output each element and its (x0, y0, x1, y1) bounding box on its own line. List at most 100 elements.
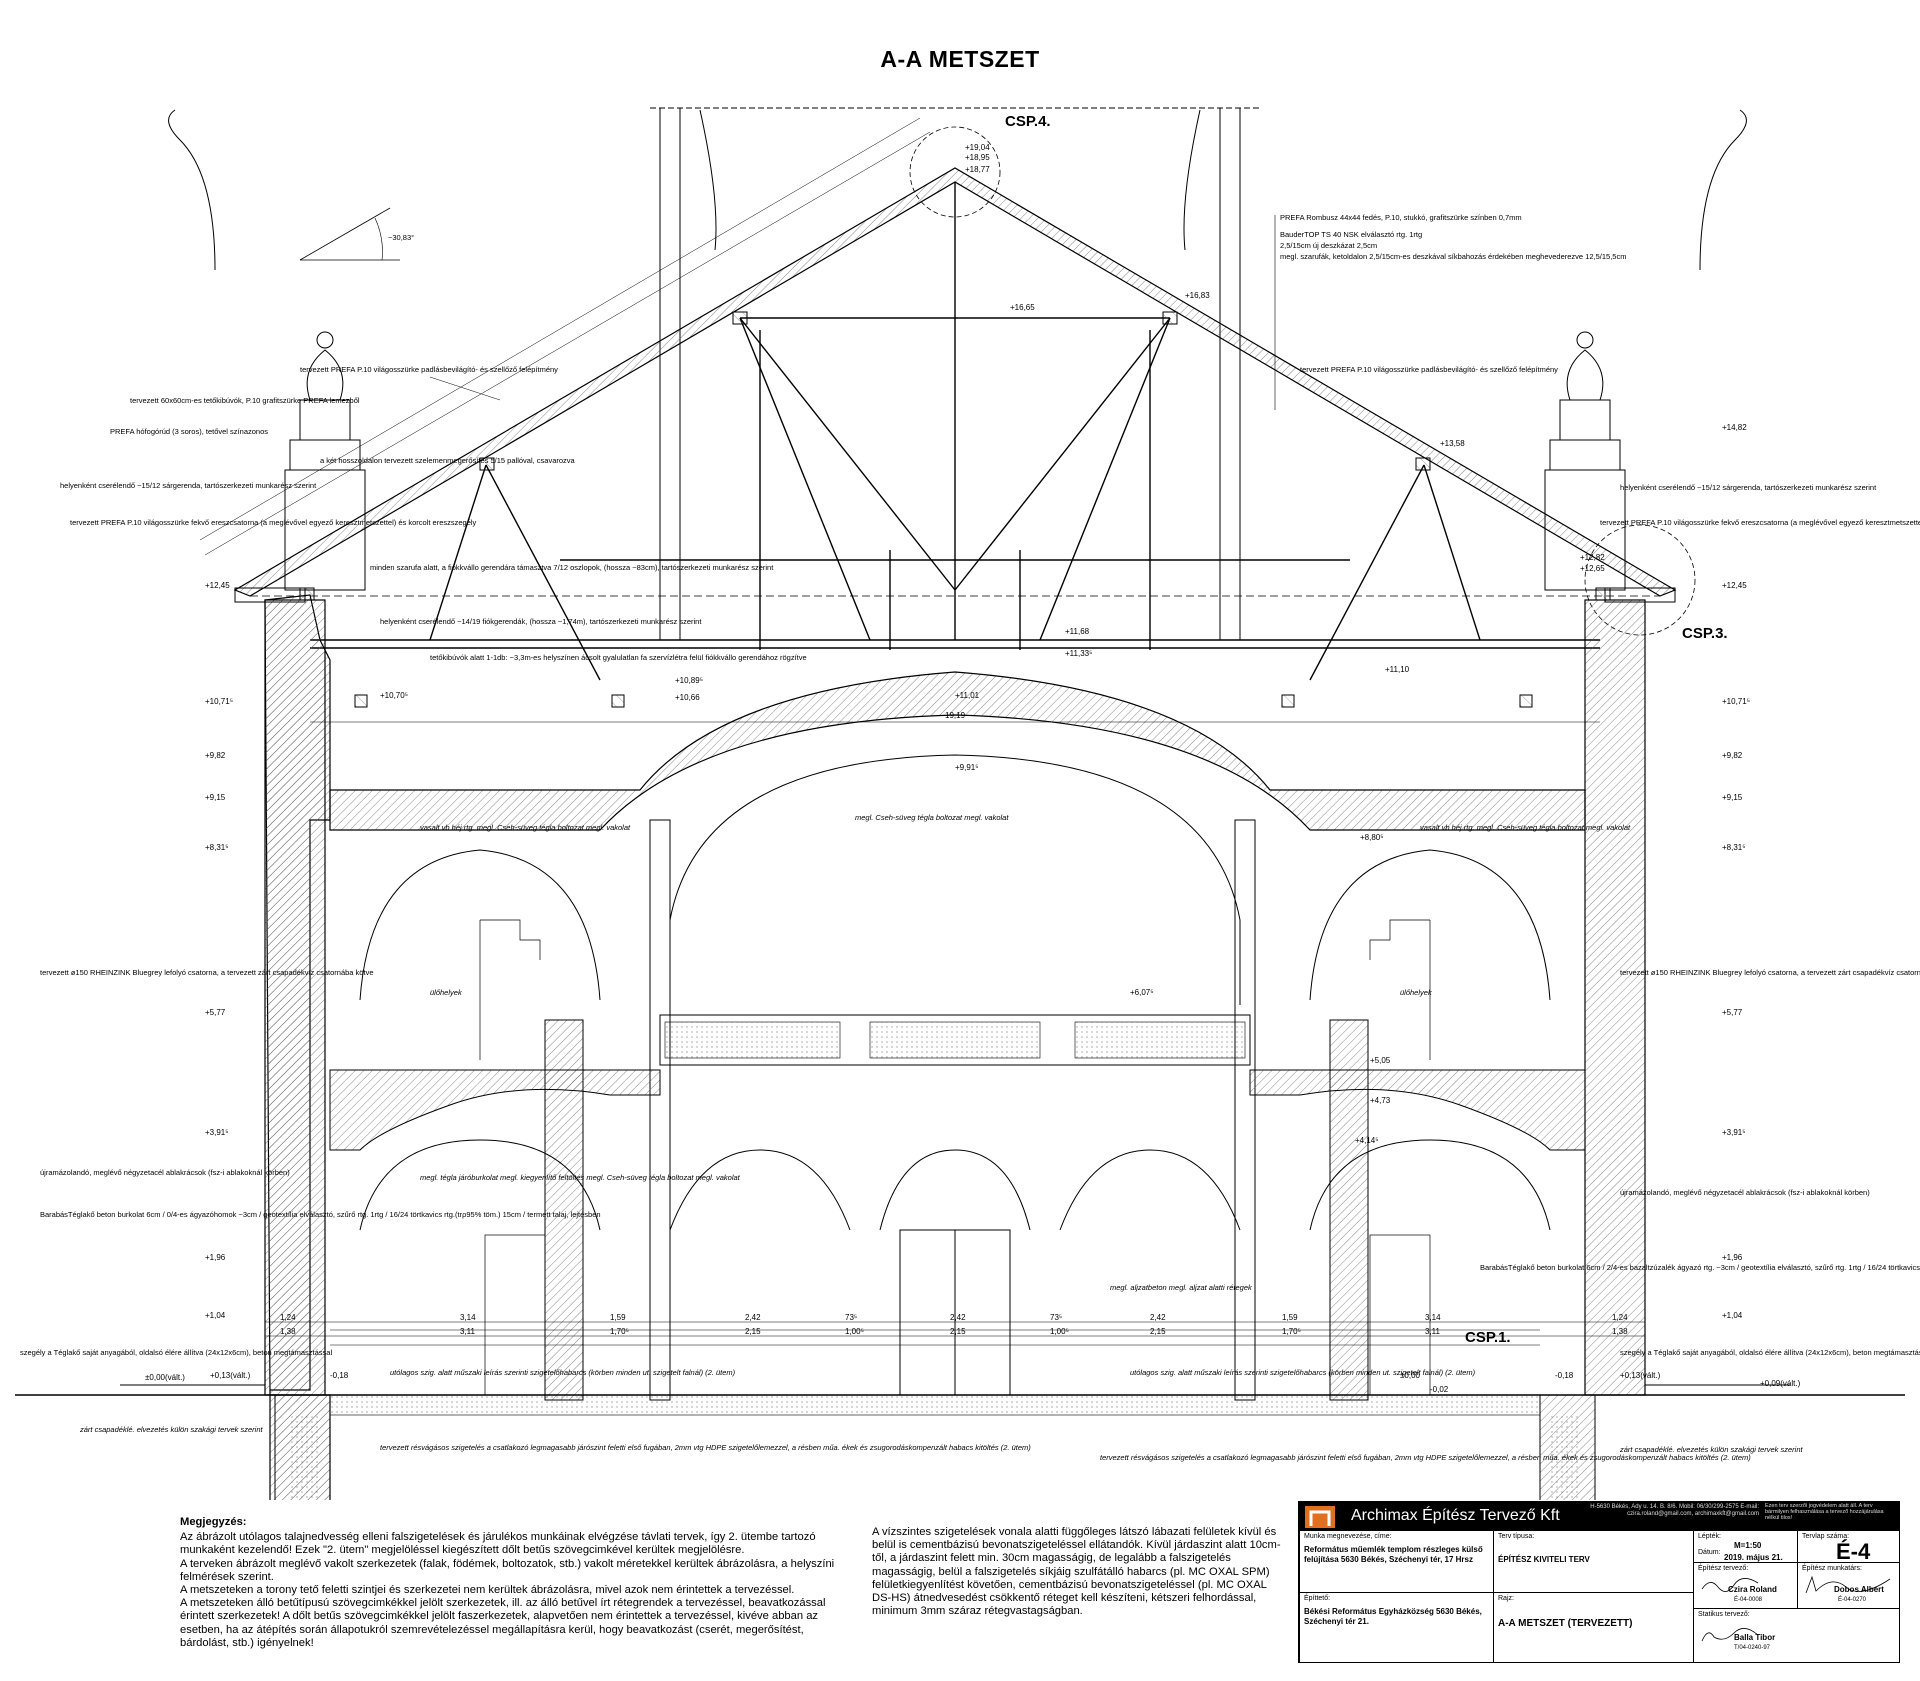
dim: 1,59 (1282, 1313, 1298, 1322)
structural-id: T/04-0240-97 (1734, 1645, 1771, 1651)
structural-name: Balla Tibor (1734, 1633, 1776, 1642)
roof-annotations-left: tervezett PREFA P.10 világosszürke padlá… (60, 365, 807, 662)
level-mark: +9,82 (205, 751, 226, 760)
annotation: megl. szarufák, ketoldalon 2,5/15cm-es d… (1280, 252, 1626, 261)
annotation: tetőkibúvók alatt 1-1db: ~3,3m-es helysz… (430, 653, 807, 662)
finial-right (1544, 331, 1626, 591)
annotation: újramázolandó, meglévő négyzetacél ablak… (40, 1168, 290, 1177)
upper-arch-left (359, 849, 601, 1001)
notes-heading: Megjegyzés: (180, 1516, 247, 1528)
note-paragraph: A terveken ábrázolt meglévő vakolt szerk… (180, 1557, 835, 1583)
annotation: 2,5/15cm új deszkázat 2,5cm (1280, 241, 1377, 250)
annotation: tervezett PREFA P.10 világosszürke fekvő… (1600, 518, 1920, 527)
annotation: tervezett ø150 RHEINZINK Bluegrey lefoly… (40, 968, 374, 977)
sheet-cell: Tervlap száma: É-4 (1797, 1530, 1900, 1564)
collaborator-signature (1805, 1575, 1891, 1594)
level-mark: +1,96 (205, 1253, 226, 1262)
level-mark: +5,77 (1722, 1008, 1743, 1017)
dim: 2,42 (745, 1313, 761, 1322)
annotation: helyenként cserélendő ~15/12 sárgerenda,… (1620, 483, 1877, 492)
level-mark: +12,45 (1722, 581, 1747, 590)
level-mark: +1,04 (1722, 1311, 1743, 1320)
level-mark: +13,58 (1440, 439, 1465, 448)
structural-label: Statikus tervező: (1698, 1611, 1750, 1618)
level-mark: +6,07⁵ (1130, 988, 1154, 997)
dim: 3,11 (1425, 1327, 1441, 1336)
annotation: ülőhelyek (430, 988, 463, 997)
insulation-note: A vízszintes szigetelések vonala alatti … (872, 1526, 1288, 1618)
level-mark: +18,77 (965, 165, 990, 174)
level-mark: +16,65 (1010, 303, 1035, 312)
plan-type-cell: Terv típusa: ÉPÍTÉSZ KIVITELI TERV (1493, 1530, 1694, 1593)
layer-stack-right: BarabásTéglakő beton burkolat 6cm / 2/4-… (1480, 1263, 1920, 1272)
note-paragraph: A metszeteken a torony tető feletti szin… (180, 1584, 795, 1597)
dim: 1,00⁵ (845, 1327, 864, 1336)
client-label: Építtető: (1304, 1595, 1331, 1602)
level-mark: +10,71⁵ (1722, 697, 1750, 706)
foundation-note: tervezett résvágásos szigetelés a csatla… (1100, 1453, 1751, 1462)
level-mark: +11,10 (1385, 665, 1410, 674)
architect-signature (1701, 1578, 1759, 1592)
detail-marker-csp1: CSP.1. (1465, 1329, 1511, 1346)
level-mark: +12,82 (1580, 553, 1605, 562)
balustrade (659, 1014, 1251, 1066)
level-mark: +11,68 (1065, 627, 1090, 636)
level-mark: +9,91⁵ (955, 763, 979, 772)
level-mark: +5,05 (1370, 1056, 1391, 1065)
plan-type-label: Terv típusa: (1498, 1533, 1535, 1540)
annotation: tervezett 60x60cm-es tetőkibúvók, P.10 g… (130, 396, 360, 405)
level-mark: +18,95 (965, 153, 990, 162)
level-mark: +1,04 (205, 1311, 226, 1320)
general-notes: Megjegyzés: Az ábrázolt utólagos talajne… (180, 1516, 840, 1650)
dim: 73⁵ (1050, 1313, 1062, 1322)
annotation: tervezett ø150 RHEINZINK Bluegrey lefoly… (1620, 968, 1920, 977)
detail-marker-csp3: CSP.3. (1682, 625, 1728, 642)
level-mark: +3,91⁵ (205, 1128, 229, 1137)
level-mark: -0,18 (330, 1371, 349, 1380)
client-cell: Építtető: Békési Református Egyházközség… (1299, 1592, 1494, 1663)
annotation: szegély a Téglakő saját anyagából, oldal… (1620, 1348, 1920, 1357)
drawing-title: A-A METSZET (880, 46, 1040, 72)
roof-truss (310, 182, 1600, 681)
sheet-number: É-4 (1836, 1539, 1871, 1564)
level-mark: -0,02 (1430, 1385, 1449, 1394)
level-mark: -0,18 (1555, 1371, 1574, 1380)
dim: 1,24 (280, 1313, 296, 1322)
level-mark: +10,70⁵ (380, 691, 408, 700)
dim: 1,24 (1612, 1313, 1628, 1322)
note-paragraph: A vízszintes szigetelések vonala alatti … (872, 1526, 1281, 1618)
dim: 1,38 (280, 1327, 296, 1336)
level-mark: +16,83 (1185, 291, 1210, 300)
annotation: megl. Cseh-süveg tégla boltozat megl. va… (855, 813, 1009, 822)
dim: 2,42 (950, 1313, 966, 1322)
plan-type: ÉPÍTÉSZ KIVITELI TERV (1498, 1555, 1590, 1564)
dim: 2,42 (1150, 1313, 1166, 1322)
level-mark: +12,65 (1580, 564, 1605, 573)
level-mark: +19,04 (965, 143, 990, 152)
sheet-label: Tervlap száma: (1802, 1533, 1850, 1540)
annotation: minden szarufa alatt, a fiókkvállo geren… (370, 563, 774, 572)
collaborator-name: Dobos Albert (1834, 1585, 1884, 1594)
level-mark: +5,77 (205, 1008, 226, 1017)
dim: 1,70⁵ (1282, 1327, 1301, 1336)
annotation: helyenként cserélendő ~15/12 sárgerenda,… (60, 481, 317, 490)
level-mark: +14,82 (1722, 423, 1747, 432)
structural-signature (1701, 1628, 1759, 1642)
upper-arch-right (1309, 849, 1551, 1001)
levels-inner: +19,04 +18,95 +18,77 +16,83 +16,65 +13,5… (380, 143, 1605, 1394)
dim: 1,38 (1612, 1327, 1628, 1336)
annotation: vasalt vb héj rtg. megl. Cseh-süveg tégl… (1420, 823, 1631, 832)
annotation: PREFA hófogórúd (3 soros), tetővel szína… (110, 427, 268, 436)
main-vault (329, 671, 1586, 831)
wall-annotations: tervezett ø150 RHEINZINK Bluegrey lefoly… (20, 968, 1920, 1454)
note-paragraph: Az ábrázolt utólagos talajnedvesség elle… (180, 1531, 816, 1557)
dimension-chain: 1,24 3,14 1,59 2,42 73⁵ 2,42 73⁵ 2,42 1,… (265, 1313, 1645, 1337)
firm-name: Archimax Építész Tervező Kft (1351, 1507, 1560, 1524)
span-dimension: 19,19 (945, 711, 966, 720)
level-mark: +11,01 (955, 691, 980, 700)
dim: 2,15 (1150, 1327, 1166, 1336)
dim: 3,11 (460, 1327, 476, 1336)
annotation: tervezett PREFA P.10 világosszürke padlá… (300, 365, 558, 374)
architect-label: Építész tervező: (1698, 1565, 1749, 1572)
collaborator-cell: Építész munkatárs: Dobos Albert É-04-027… (1797, 1562, 1900, 1609)
